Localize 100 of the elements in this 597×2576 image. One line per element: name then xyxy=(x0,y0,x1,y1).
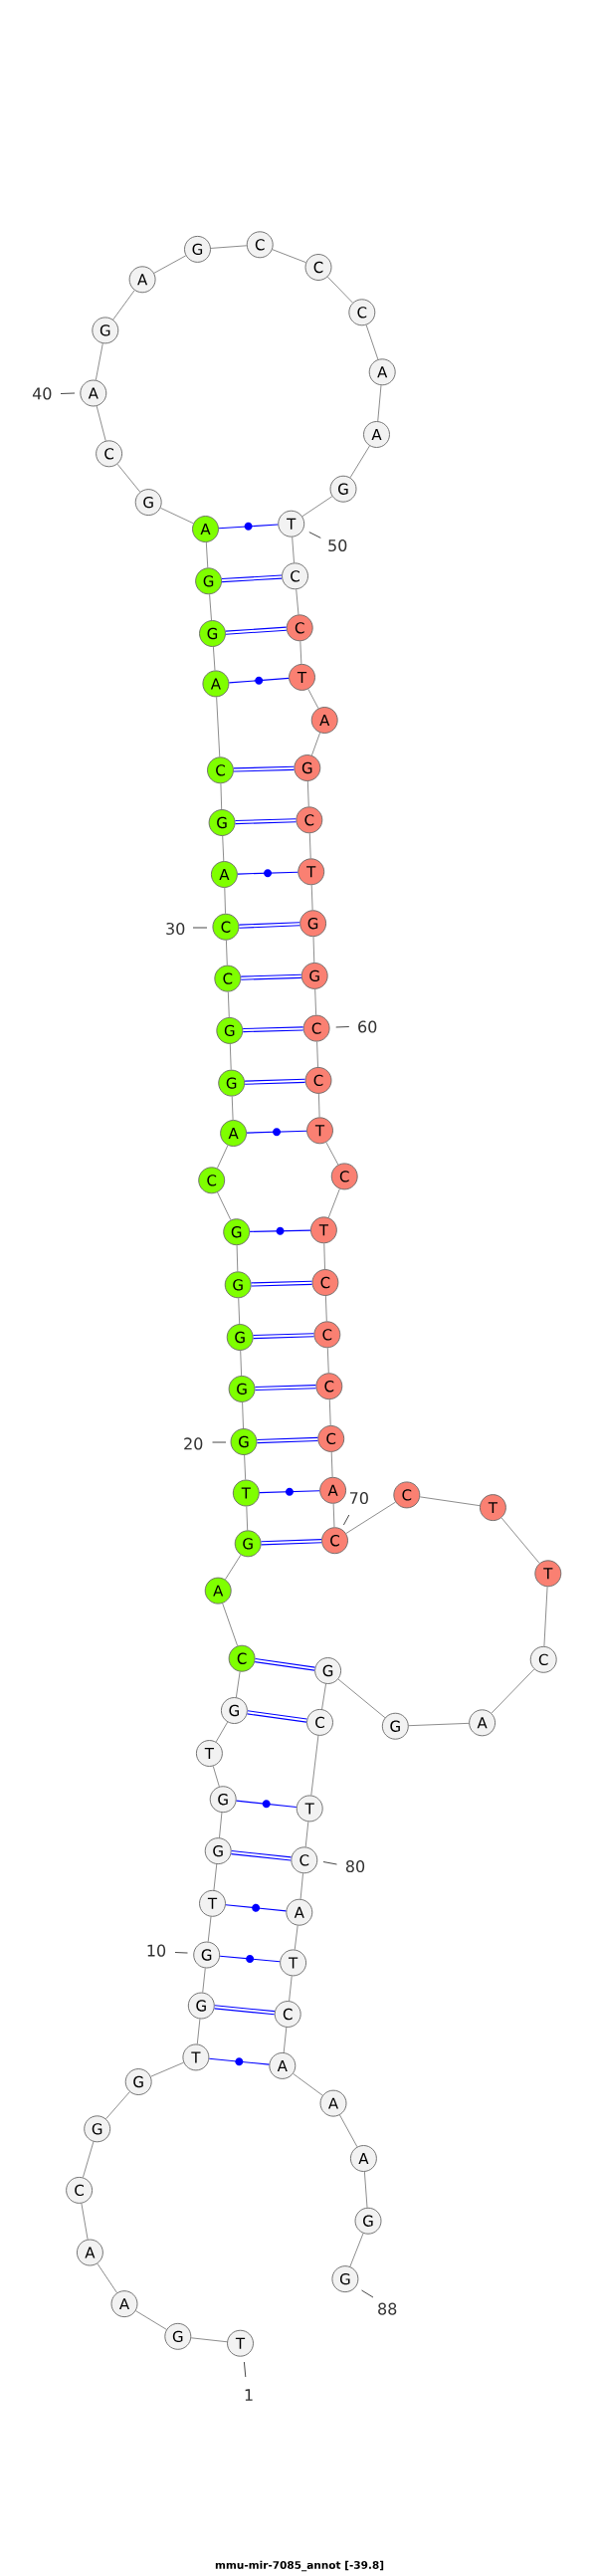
backbone-line xyxy=(225,940,228,966)
backbone-line xyxy=(293,2072,323,2096)
backbone-line xyxy=(222,835,225,862)
backbone-line xyxy=(349,2233,364,2267)
base-pair-line xyxy=(260,1539,323,1546)
backbone-line xyxy=(308,832,311,859)
backbone-line xyxy=(327,1188,340,1218)
backbone-line xyxy=(202,1967,206,1994)
backbone-line xyxy=(215,1721,229,1743)
backbone-line xyxy=(212,646,216,671)
backbone-line xyxy=(116,463,141,493)
base-pair-line xyxy=(249,1226,311,1235)
base-pair-line xyxy=(224,626,288,635)
backbone-line xyxy=(310,1735,319,1796)
backbone-line xyxy=(272,249,306,264)
position-number: 40 xyxy=(32,387,76,400)
backbone-line xyxy=(227,991,230,1018)
position-number: 1 xyxy=(243,2361,253,2401)
backbone-line xyxy=(216,1145,229,1170)
base-pair-line xyxy=(256,1436,319,1444)
base-pair-line xyxy=(254,1385,317,1392)
backbone-line xyxy=(217,1191,232,1221)
backbone-line xyxy=(235,1671,241,1698)
backbone-line xyxy=(219,1812,223,1838)
base-pair-line xyxy=(236,1800,298,1809)
base-pair-line xyxy=(230,1849,293,1861)
backbone-line xyxy=(97,2262,117,2293)
backbone-line xyxy=(294,1925,298,1950)
backbone-line xyxy=(299,1872,303,1900)
backbone-line xyxy=(231,1096,234,1121)
base-pair-line xyxy=(232,765,296,772)
base-pair-line xyxy=(228,676,290,685)
backbone-line xyxy=(209,593,212,621)
position-number: 20 xyxy=(184,1437,227,1450)
backbone-line xyxy=(339,2114,358,2148)
base-pair-line xyxy=(219,1954,281,1963)
backbone-line xyxy=(321,1683,326,1710)
backbone-line xyxy=(220,782,223,810)
backbone-line xyxy=(159,507,194,525)
backbone-line xyxy=(310,732,321,756)
base-pair-line xyxy=(234,818,298,825)
backbone-line xyxy=(326,276,353,304)
backbone-line xyxy=(332,1503,335,1528)
base-pair-line xyxy=(240,973,302,980)
backbone-line xyxy=(96,405,106,442)
backbone-line xyxy=(306,780,309,807)
backbone-line xyxy=(500,1517,540,1564)
backbone-line xyxy=(304,1821,309,1847)
position-number: 10 xyxy=(147,1944,188,1957)
backbone-line xyxy=(419,1496,481,1507)
backbone-line xyxy=(224,887,226,915)
backbone-line xyxy=(81,2203,89,2241)
backbone-line xyxy=(190,2337,228,2343)
backbone-line xyxy=(328,1398,331,1426)
backbone-line xyxy=(323,1242,325,1270)
backbone-line xyxy=(491,1668,535,1714)
backbone-line xyxy=(330,1451,333,1478)
backbone-line xyxy=(222,1603,239,1646)
backbone-line xyxy=(207,1916,212,1943)
backbone-line xyxy=(310,884,313,911)
base-pair-line xyxy=(246,1710,308,1723)
backbone-line xyxy=(292,537,295,563)
base-pair-line xyxy=(208,2057,270,2066)
base-pair-line xyxy=(218,522,279,531)
base-pair-line xyxy=(250,1280,313,1287)
backbone-line xyxy=(301,496,333,518)
base-pair-line xyxy=(242,1026,304,1033)
backbone-line xyxy=(95,342,103,381)
backbone-line xyxy=(337,1678,386,1719)
backbone-line xyxy=(325,1142,339,1166)
position-number: 60 xyxy=(335,1020,377,1033)
backbone-line xyxy=(196,2018,201,2044)
backbone-line xyxy=(82,2141,95,2178)
backbone-line xyxy=(240,1350,243,1377)
position-number: 50 xyxy=(308,532,347,552)
backbone-line xyxy=(236,1244,239,1272)
backbone-line xyxy=(307,688,319,710)
backbone-line xyxy=(283,2027,288,2053)
backbone-line xyxy=(224,1554,242,1581)
backbone-line xyxy=(363,2171,368,2209)
position-number: 88 xyxy=(361,2289,397,2315)
backbone-line xyxy=(349,445,370,479)
backbone-line xyxy=(105,2091,130,2120)
base-pair-line xyxy=(238,922,301,929)
backbone-line xyxy=(299,640,302,665)
backbone-line xyxy=(365,324,379,360)
backbone-line xyxy=(345,1501,396,1534)
backbone-line xyxy=(316,1041,318,1068)
backbone-line xyxy=(212,1765,220,1788)
backbone-line xyxy=(153,255,187,274)
backbone-line xyxy=(238,1297,241,1325)
base-pair-line xyxy=(237,869,298,878)
base-pair-line xyxy=(246,1128,307,1137)
backbone-line xyxy=(242,1401,244,1429)
backbone-line xyxy=(317,1093,320,1118)
backbone-line xyxy=(229,1043,232,1071)
base-pair-line xyxy=(221,574,284,583)
backbone-line xyxy=(246,1506,249,1531)
backbone-line xyxy=(324,1295,327,1322)
base-pair-line xyxy=(213,2005,276,2016)
